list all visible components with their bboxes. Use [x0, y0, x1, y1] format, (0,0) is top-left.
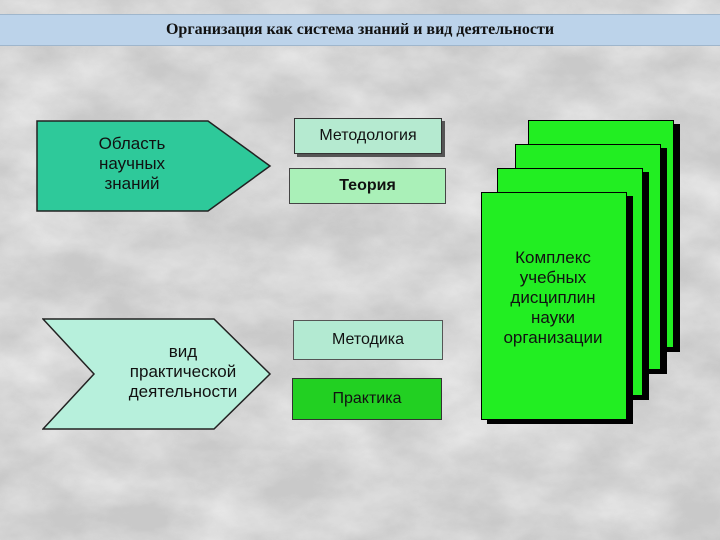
activity-chevron-shape [42, 318, 272, 430]
knowledge-area-label: Область научных знаний [98, 134, 166, 193]
metodologia-box: Методология [294, 118, 442, 154]
stack-card-front [481, 192, 627, 420]
page-title: Организация как система знаний и вид дея… [165, 21, 555, 38]
praktika-box: Практика [292, 378, 442, 420]
knowledge-arrow-shape [36, 120, 272, 212]
teoriya-box: Теория [289, 168, 446, 204]
metodika-box: Методика [293, 320, 443, 360]
title-bar: Организация как система знаний и вид дея… [0, 14, 720, 46]
curriculum-complex-label: Комплекс учебных дисциплин науки организ… [503, 248, 603, 347]
activity-type-label: вид практической деятельности [128, 342, 238, 401]
